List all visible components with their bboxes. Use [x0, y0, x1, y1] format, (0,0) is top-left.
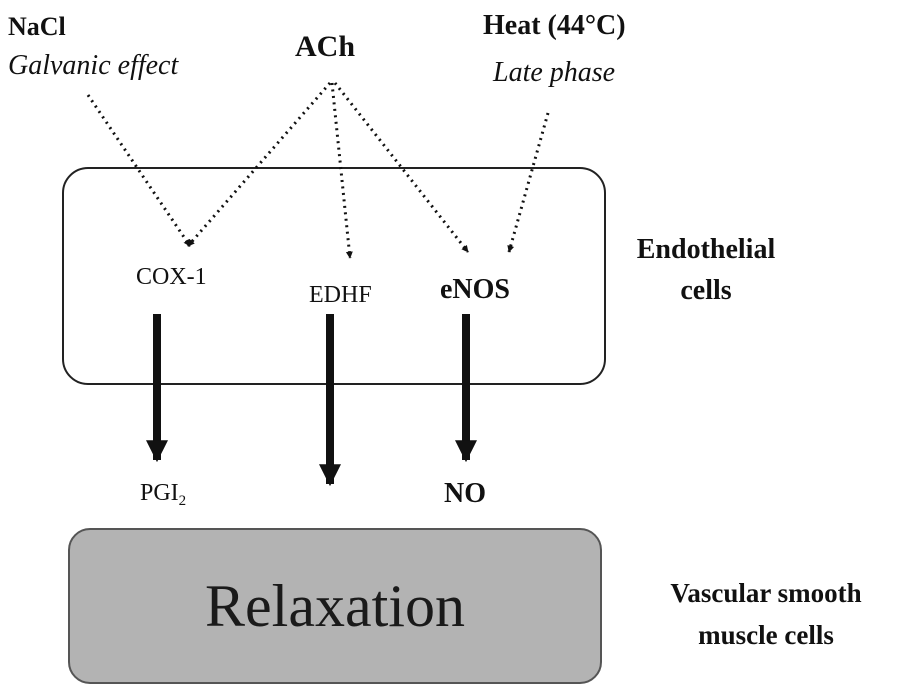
no-label: NO — [444, 478, 486, 509]
arrow-nacl-to-cox1 — [86, 94, 192, 247]
endothelial-line2: cells — [680, 274, 732, 306]
arrow-heat-to-enos — [507, 112, 550, 253]
nacl-label: NaCl — [8, 12, 66, 41]
heat-label: Heat (44°C) — [483, 10, 626, 41]
pgi2-base: PGI — [140, 480, 179, 506]
relaxation-box: Relaxation — [68, 528, 602, 684]
endothelial-cells-label: Endothelial cells — [636, 230, 776, 311]
endothelial-line1: Endothelial — [636, 234, 776, 265]
arrow-ach-to-cox1 — [186, 82, 332, 247]
vsmc-line2: muscle cells — [698, 619, 834, 650]
enos-label: eNOS — [440, 274, 510, 305]
edhf-label: EDHF — [309, 282, 372, 308]
vascular-smooth-muscle-label: Vascular smooth muscle cells — [638, 573, 894, 657]
vsmc-line1: Vascular smooth — [670, 578, 862, 608]
arrow-ach-to-edhf — [330, 82, 353, 259]
ach-label: ACh — [295, 30, 356, 63]
pgi2-label: PGI2 — [140, 481, 186, 509]
galvanic-effect-label: Galvanic effect — [8, 50, 179, 81]
relaxation-label: Relaxation — [205, 573, 465, 639]
cox1-label: COX-1 — [136, 264, 207, 290]
arrow-ach-to-enos — [333, 82, 470, 253]
pgi2-subscript: 2 — [178, 493, 187, 509]
late-phase-label: Late phase — [493, 57, 616, 88]
